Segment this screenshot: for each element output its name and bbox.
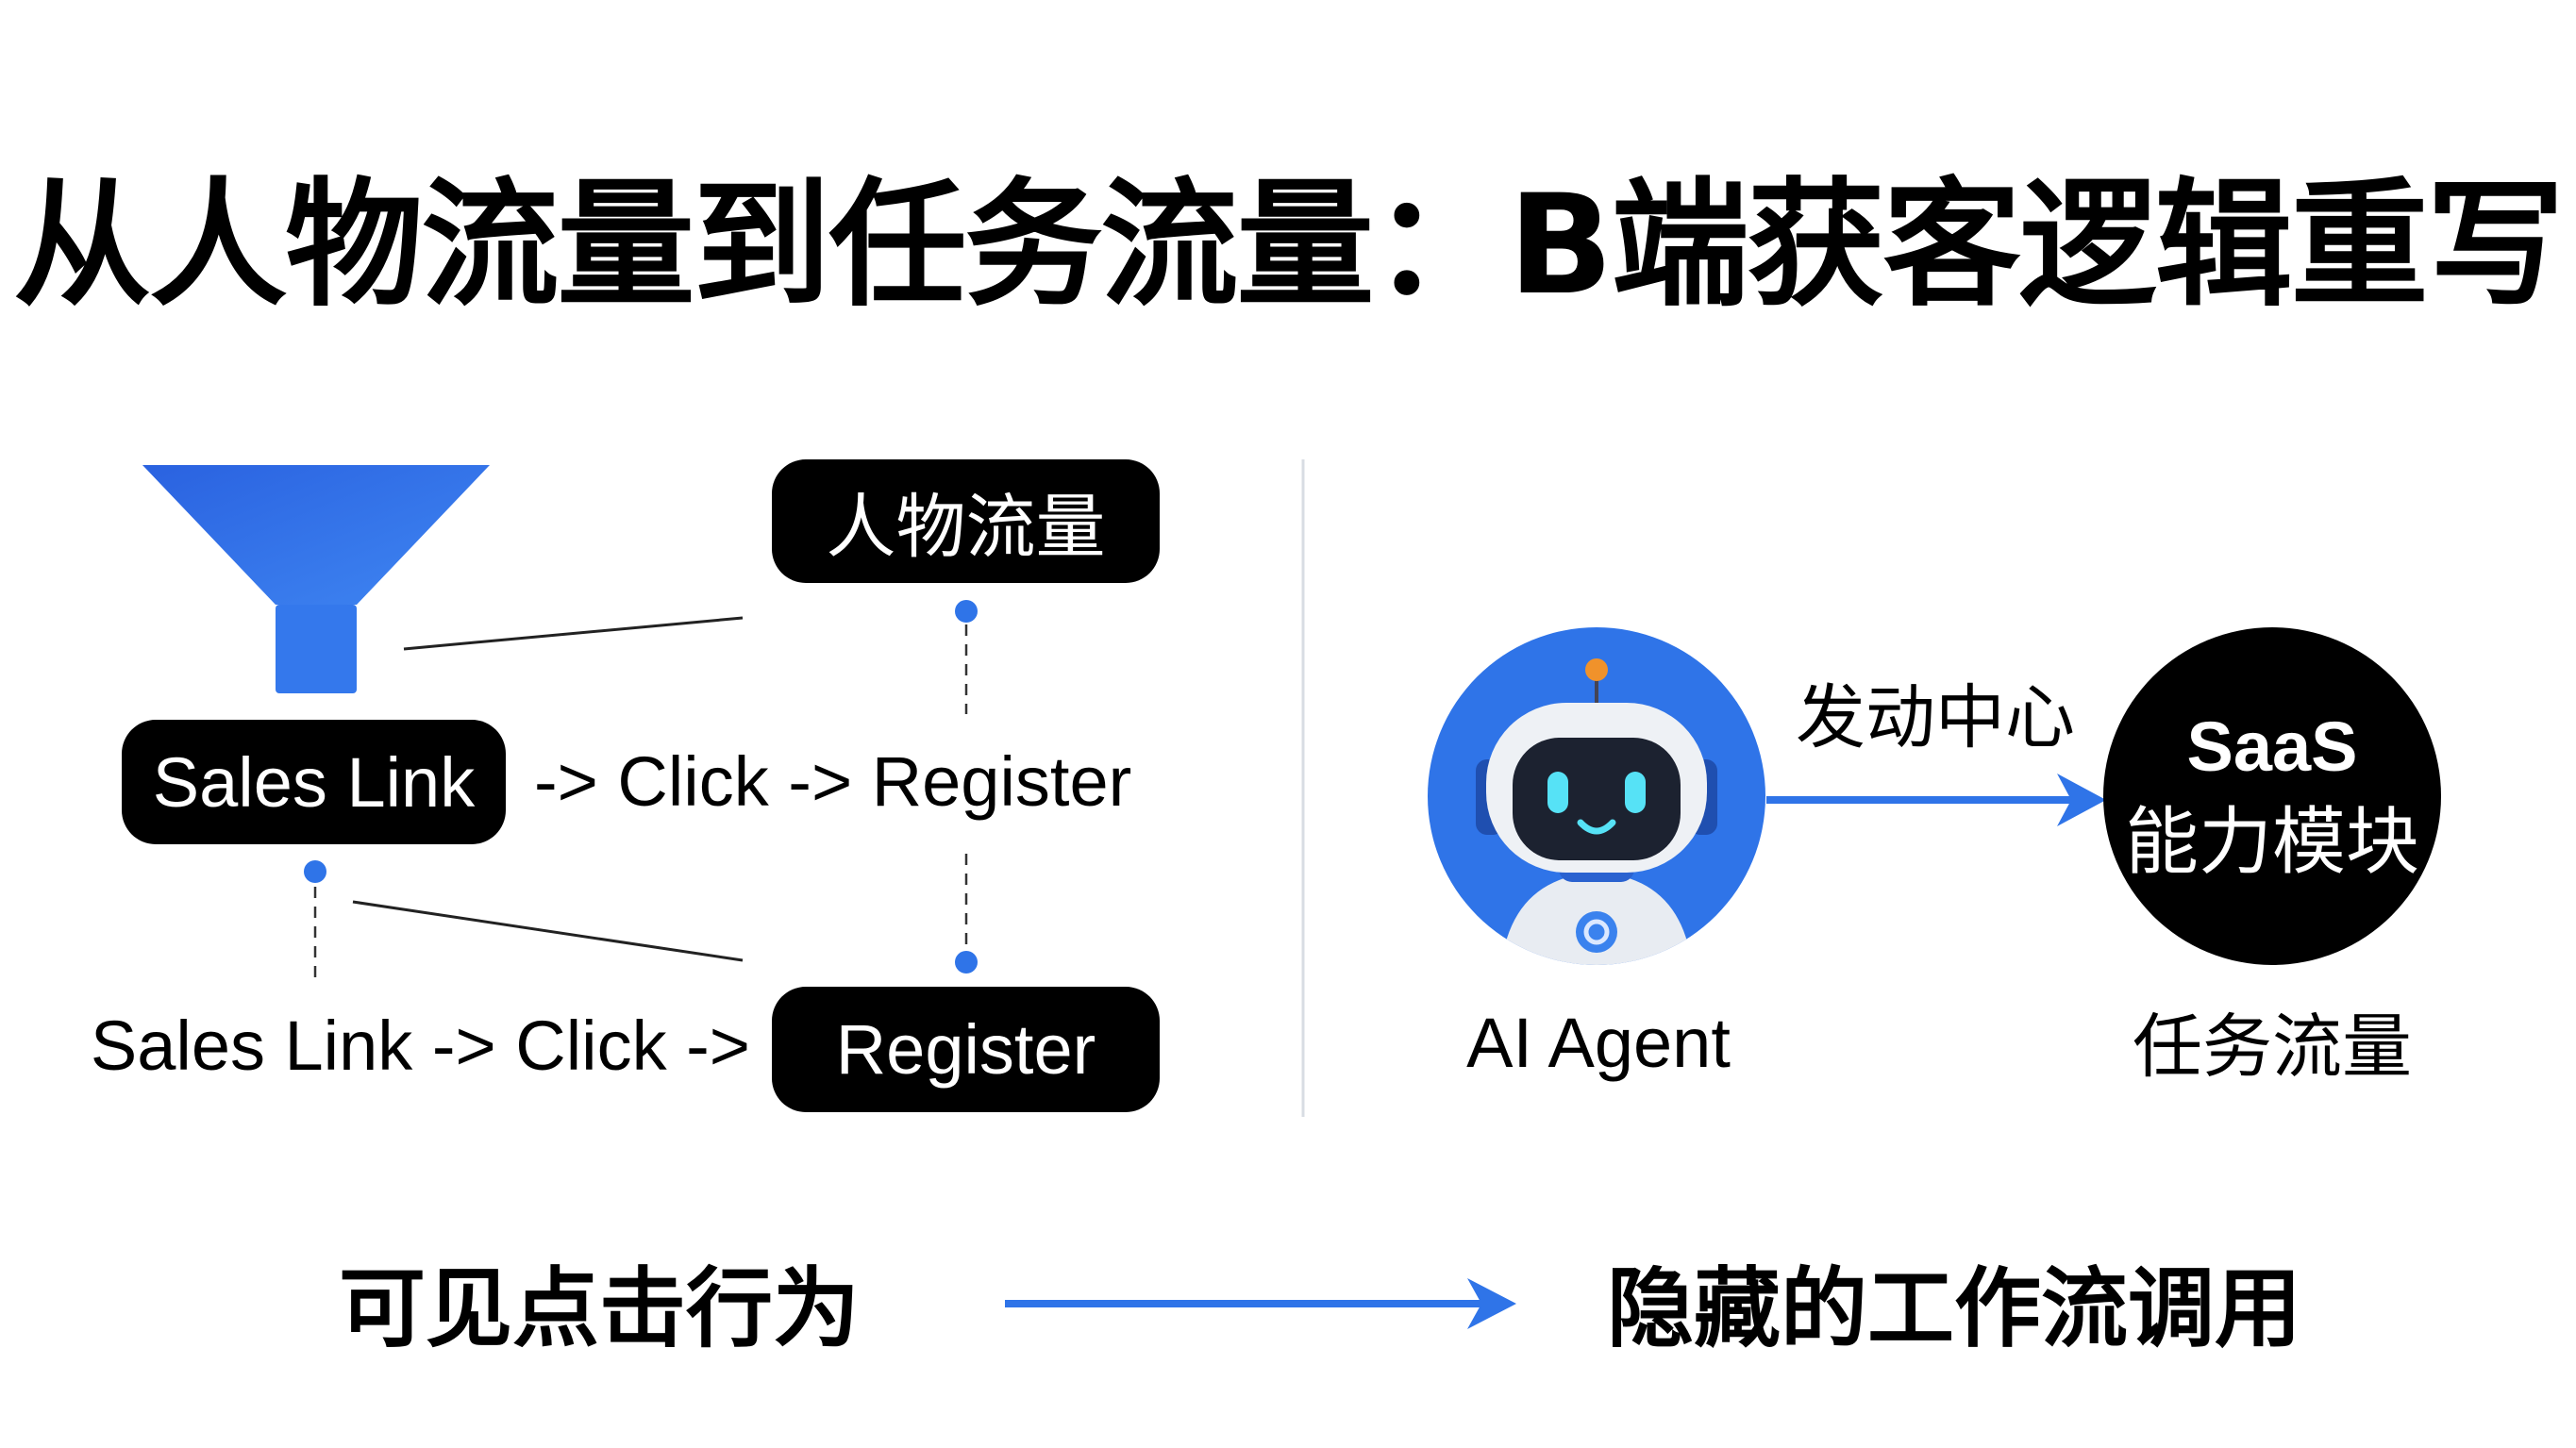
hidden-workflow-label: 隐藏的工作流调用	[1606, 1261, 2302, 1357]
register-box: Register	[772, 987, 1160, 1112]
saas-subtitle: 能力模块	[2124, 800, 2420, 883]
flow-text-top: -> Click -> Register	[534, 742, 1132, 821]
sales-link-label: Sales Link	[152, 742, 476, 822]
node-dot	[955, 951, 978, 974]
arrow-label: 发动中心	[1796, 678, 2075, 757]
saas-title: SaaS	[2186, 707, 2358, 786]
connector-line	[403, 616, 744, 651]
people-traffic-label: 人物流量	[826, 488, 1106, 566]
page-title: 从人物流量到任务流量：B端获客逻辑重写	[13, 165, 2564, 325]
robot-avatar-icon	[1428, 627, 1765, 965]
arrow-right-icon	[1766, 774, 2106, 826]
register-label: Register	[835, 1010, 1096, 1089]
flow-text-bottom: Sales Link -> Click ->	[90, 1007, 750, 1085]
connector-line	[352, 900, 744, 962]
agent-label: AI Agent	[1466, 1004, 1731, 1082]
node-dot	[955, 600, 978, 623]
sales-link-box: Sales Link	[122, 720, 506, 844]
task-traffic-label: 任务流量	[2133, 1007, 2412, 1086]
funnel-icon	[142, 465, 490, 693]
saas-module-circle	[2103, 627, 2441, 965]
node-dot	[304, 860, 326, 883]
people-traffic-box: 人物流量	[772, 459, 1160, 583]
arrow-right-icon	[1005, 1278, 1516, 1329]
visible-click-label: 可见点击行为	[338, 1261, 861, 1357]
